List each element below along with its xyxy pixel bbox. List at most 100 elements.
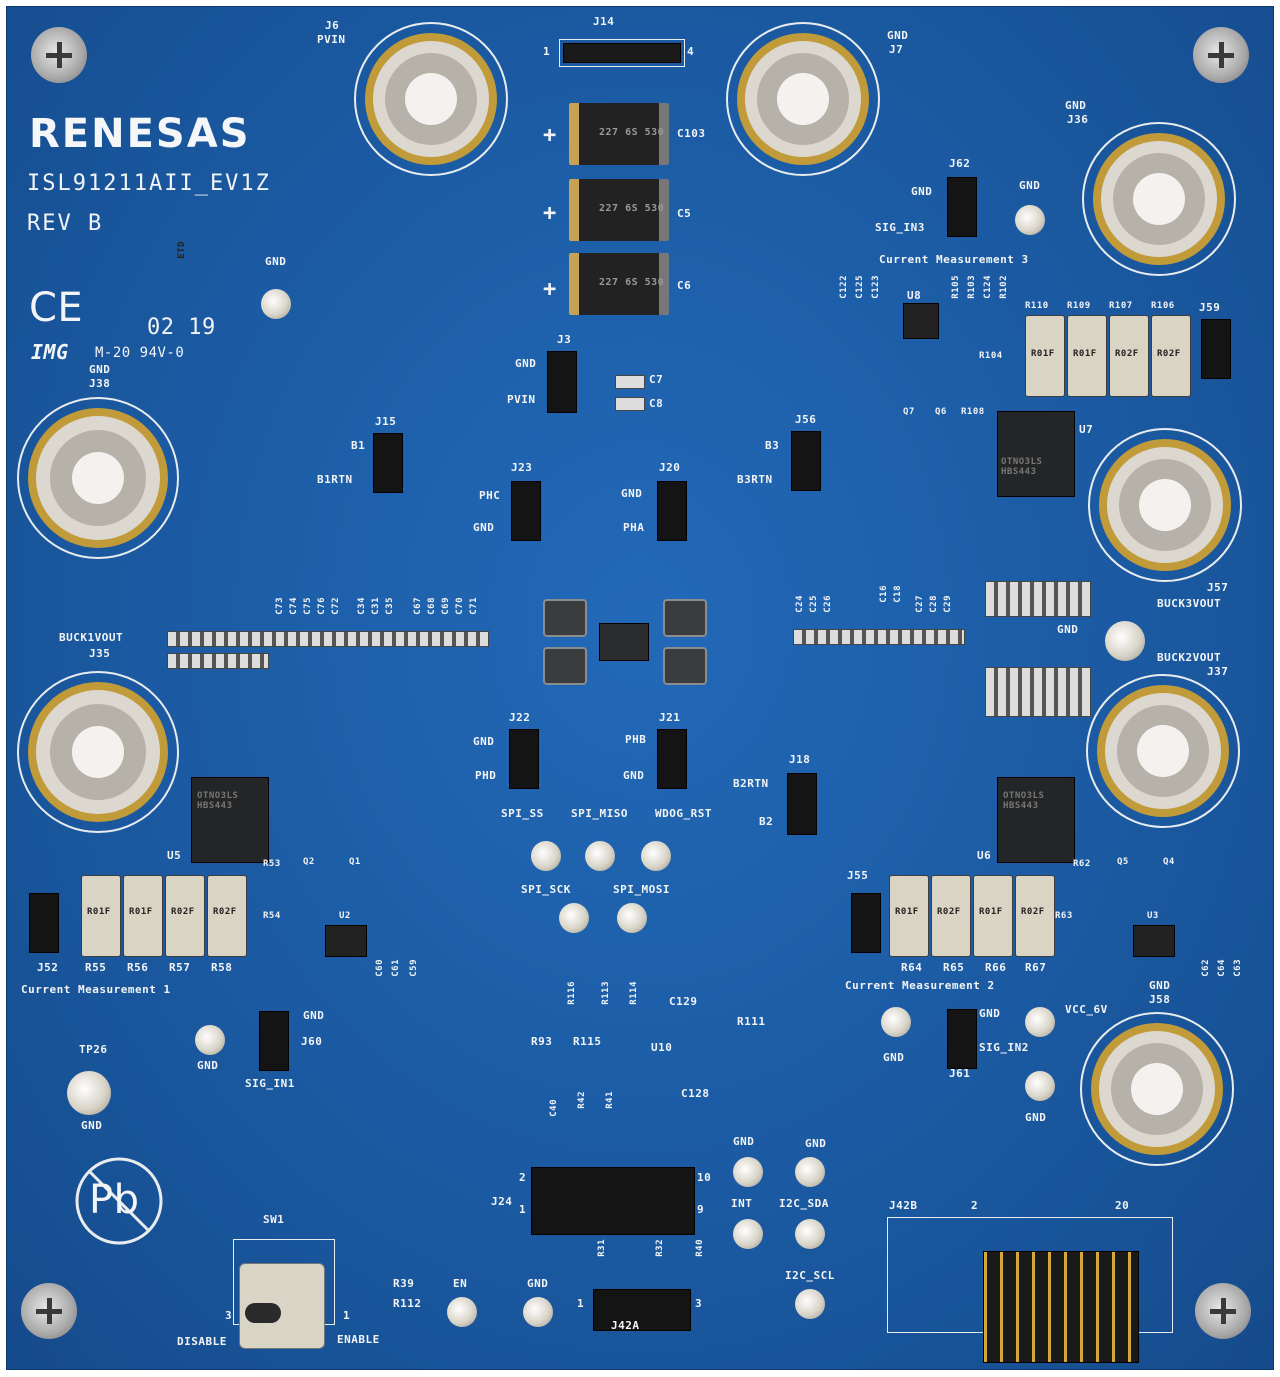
test-point-gnd-tp9[interactable] bbox=[261, 289, 291, 319]
j15-top-label: B1 bbox=[351, 439, 366, 452]
j15-bottom-label: B1RTN bbox=[317, 473, 353, 486]
switch-lever[interactable] bbox=[245, 1303, 281, 1323]
shunt-r66 bbox=[973, 875, 1013, 957]
j7-ref: J7 bbox=[889, 43, 904, 56]
test-point-int[interactable] bbox=[733, 1219, 763, 1249]
r106-marking: R02F bbox=[1157, 349, 1181, 359]
c72-ref: C72 bbox=[331, 597, 341, 615]
c73-ref: C73 bbox=[275, 597, 285, 615]
sw1-pin-1: 1 bbox=[343, 1309, 351, 1322]
test-point-tp2-gnd[interactable] bbox=[881, 1007, 911, 1037]
header-j24[interactable] bbox=[531, 1167, 695, 1235]
j56-bottom-label: B3RTN bbox=[737, 473, 773, 486]
header-j21[interactable] bbox=[657, 729, 687, 789]
test-point-spi-miso[interactable] bbox=[585, 841, 615, 871]
j60-top-label: GND bbox=[303, 1009, 325, 1022]
r109-marking: R01F bbox=[1073, 349, 1097, 359]
j15-ref: J15 bbox=[375, 415, 397, 428]
test-point-tp26[interactable] bbox=[67, 1071, 111, 1115]
u8-ic bbox=[903, 303, 939, 339]
test-point-vcc-6v[interactable] bbox=[1025, 1007, 1055, 1037]
j14-pin-1: 1 bbox=[543, 45, 551, 58]
c64-ref: C64 bbox=[1217, 959, 1227, 977]
c125-ref: C125 bbox=[855, 275, 865, 299]
binding-post-j57[interactable] bbox=[1085, 425, 1245, 585]
test-point-gnd-a[interactable] bbox=[733, 1157, 763, 1187]
r55-marking: R01F bbox=[87, 907, 111, 917]
test-point-gnd-b[interactable] bbox=[795, 1157, 825, 1187]
binding-post-j36[interactable] bbox=[1079, 119, 1239, 279]
r112-ref: R112 bbox=[393, 1297, 422, 1310]
j58-ref: J58 bbox=[1149, 993, 1171, 1006]
inductor-l4 bbox=[543, 599, 587, 637]
u6-mosfet bbox=[997, 777, 1075, 863]
u3-ic bbox=[1133, 925, 1175, 957]
header-j62[interactable] bbox=[947, 177, 977, 237]
binding-post-icon bbox=[1080, 1012, 1234, 1166]
sw1-ref: SW1 bbox=[263, 1213, 285, 1226]
binding-post-icon bbox=[17, 397, 179, 559]
c61-ref: C61 bbox=[391, 959, 401, 977]
j3-ref: J3 bbox=[557, 333, 572, 346]
test-point-en[interactable] bbox=[447, 1297, 477, 1327]
r57-ref: R57 bbox=[169, 961, 191, 974]
test-point-spi-ss[interactable] bbox=[531, 841, 561, 871]
header-j22[interactable] bbox=[509, 729, 539, 789]
header-j18[interactable] bbox=[787, 773, 817, 835]
binding-post-j37[interactable] bbox=[1083, 671, 1243, 831]
test-point-spi-mosi[interactable] bbox=[617, 903, 647, 933]
j22-ref: J22 bbox=[509, 711, 531, 724]
binding-post-j35[interactable] bbox=[13, 667, 183, 837]
j55-ref: J55 bbox=[847, 869, 869, 882]
header-j60[interactable] bbox=[259, 1011, 289, 1071]
sw1-pin-3: 3 bbox=[225, 1309, 233, 1322]
c59-ref: C59 bbox=[409, 959, 419, 977]
u6-marking: OTNO3LS HBS443 bbox=[1003, 791, 1045, 811]
q2-ref: Q2 bbox=[303, 857, 315, 867]
c62-ref: C62 bbox=[1201, 959, 1211, 977]
header-j42a[interactable] bbox=[593, 1289, 691, 1331]
header-j3[interactable] bbox=[547, 351, 577, 413]
header-j59[interactable] bbox=[1201, 319, 1231, 379]
shunt-r64 bbox=[889, 875, 929, 957]
shunt-r106 bbox=[1151, 315, 1191, 397]
header-j14[interactable] bbox=[563, 43, 681, 63]
test-point-gnd-tp21[interactable] bbox=[1015, 205, 1045, 235]
test-point-tp4-gnd[interactable] bbox=[1025, 1071, 1055, 1101]
test-point-i2c-scl[interactable] bbox=[795, 1289, 825, 1319]
c6-marking: 227 6S 530 bbox=[599, 277, 665, 288]
test-point-gnd-tp25[interactable] bbox=[1105, 621, 1145, 661]
u2-ref: U2 bbox=[339, 911, 351, 921]
j61-top-label: GND bbox=[979, 1007, 1001, 1020]
u10-ref: U10 bbox=[651, 1041, 673, 1054]
test-point-i2c-sda[interactable] bbox=[795, 1219, 825, 1249]
binding-post-j38[interactable] bbox=[13, 393, 183, 563]
test-point-gnd-c[interactable] bbox=[523, 1297, 553, 1327]
shunt-r57 bbox=[165, 875, 205, 957]
r54-ref: R54 bbox=[263, 911, 281, 921]
main-pmic bbox=[599, 623, 649, 661]
c28-ref: C28 bbox=[929, 595, 939, 613]
header-j20[interactable] bbox=[657, 481, 687, 541]
header-j23[interactable] bbox=[511, 481, 541, 541]
capacitor-c103 bbox=[569, 103, 669, 165]
r42-ref: R42 bbox=[577, 1091, 587, 1109]
header-j15[interactable] bbox=[373, 433, 403, 493]
r111-ref: R111 bbox=[737, 1015, 766, 1028]
q4-ref: Q4 bbox=[1163, 857, 1175, 867]
header-j42b[interactable] bbox=[983, 1251, 1139, 1363]
test-point-spi-sck[interactable] bbox=[559, 903, 589, 933]
test-point-tp10-gnd[interactable] bbox=[195, 1025, 225, 1055]
binding-post-j58[interactable] bbox=[1077, 1009, 1237, 1169]
i2c-sda-label: I2C_SDA bbox=[779, 1197, 829, 1210]
header-j52[interactable] bbox=[29, 893, 59, 953]
test-point-wdog-rst[interactable] bbox=[641, 841, 671, 871]
binding-post-j7[interactable] bbox=[723, 19, 883, 179]
header-j56[interactable] bbox=[791, 431, 821, 491]
binding-post-j6[interactable] bbox=[351, 19, 511, 179]
r113-ref: R113 bbox=[601, 981, 611, 1005]
header-j61[interactable] bbox=[947, 1009, 977, 1069]
header-j55[interactable] bbox=[851, 893, 881, 953]
j24-pin-1: 1 bbox=[519, 1203, 527, 1216]
mounting-screw-bottom-right bbox=[1195, 1283, 1251, 1339]
